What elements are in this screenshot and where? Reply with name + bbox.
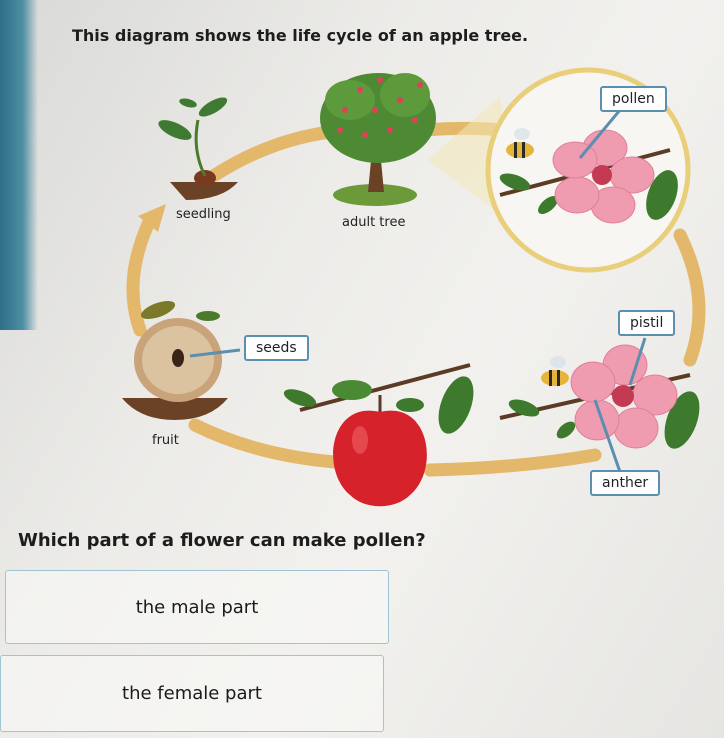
answer-option-label: the female part (122, 683, 262, 704)
flower-illustration (499, 344, 700, 449)
stage-label-adult-tree: adult tree (342, 215, 406, 230)
callout-pointers (189, 109, 647, 473)
bee-icon (506, 128, 534, 158)
background-edge (0, 0, 38, 330)
stage-label-seedling: seedling (176, 207, 231, 222)
diagram-intro-text: This diagram shows the life cycle of an … (72, 26, 529, 45)
bee-icon (541, 356, 569, 386)
adult-tree-illustration (320, 73, 436, 206)
callout-anther: anther (590, 470, 661, 496)
answer-option-label: the male part (135, 596, 259, 618)
question-text: Which part of a flower can make pollen? (18, 530, 426, 551)
flower-zoom-circle (428, 67, 691, 273)
seedling-illustration (158, 97, 238, 200)
callout-pistil: pistil (618, 310, 676, 336)
fruit-cross-section-illustration (122, 300, 228, 420)
callout-pollen: pollen (600, 86, 667, 112)
apple-life-cycle-diagram (122, 67, 706, 507)
callout-seeds: seeds (244, 335, 309, 361)
answer-option-male[interactable]: the male part (5, 570, 389, 644)
stage-label-fruit: fruit (152, 433, 179, 448)
answer-option-female[interactable]: the female part (0, 655, 384, 732)
apple-branch-illustration (283, 363, 474, 507)
cycle-arrowhead (138, 204, 166, 232)
